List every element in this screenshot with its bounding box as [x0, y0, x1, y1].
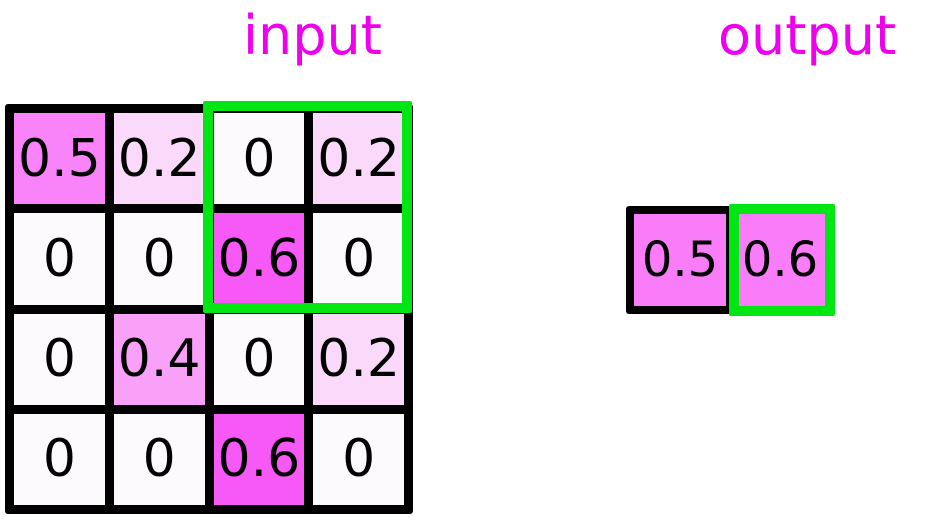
input-matrix: 0.5 0.2 0 0.2 0 0 0.6 0 0 0.4 0 0.2 0 0 0.6 0	[5, 104, 413, 514]
input-matrix-cell-value: 0.5	[18, 128, 101, 189]
output-matrix-cell: 0.5	[634, 214, 726, 306]
input-matrix-cell: 0	[213, 313, 305, 405]
input-matrix-cell: 0.2	[113, 113, 205, 205]
input-matrix-cell-value: 0	[142, 228, 176, 289]
input-matrix-cell: 0	[213, 113, 305, 205]
input-matrix-cell: 0.4	[113, 313, 205, 405]
input-matrix-cell: 0.6	[213, 413, 305, 505]
input-matrix-cell-value: 0	[42, 329, 76, 390]
output-title: output	[718, 4, 897, 67]
input-matrix-cell-value: 0	[142, 429, 176, 490]
input-matrix-cell-value: 0.6	[217, 429, 301, 490]
input-matrix-cell: 0	[313, 413, 404, 505]
input-matrix-cell-value: 0.2	[117, 128, 201, 189]
input-matrix-cell: 0	[313, 213, 404, 305]
input-matrix-cell-value: 0	[242, 128, 276, 189]
input-matrix-cell: 0.6	[213, 213, 305, 305]
input-matrix-cell-value: 0	[42, 429, 76, 490]
input-matrix-cell: 0	[113, 413, 205, 505]
input-title: input	[243, 4, 382, 67]
input-matrix-cell-value: 0.4	[117, 329, 201, 390]
input-matrix-cell-value: 0.2	[317, 128, 400, 189]
output-matrix-cell: 0.6	[734, 214, 826, 306]
input-matrix-cell: 0	[14, 313, 105, 405]
output-matrix: 0.5 0.6	[626, 206, 834, 314]
input-matrix-cell: 0.2	[313, 313, 404, 405]
input-matrix-cell: 0	[14, 213, 105, 305]
input-matrix-cell-value: 0	[42, 228, 76, 289]
input-matrix-cell: 0.2	[313, 113, 404, 205]
input-matrix-cell-value: 0.2	[317, 329, 400, 390]
input-matrix-cell-value: 0.6	[217, 228, 301, 289]
input-matrix-cell-value: 0	[242, 329, 276, 390]
input-matrix-cell: 0	[113, 213, 205, 305]
input-matrix-cell-value: 0	[342, 228, 376, 289]
input-matrix-cell-value: 0	[342, 429, 376, 490]
output-matrix-cell-value: 0.5	[641, 232, 719, 288]
output-matrix-cell-value: 0.6	[741, 232, 819, 288]
input-matrix-cell: 0	[14, 413, 105, 505]
input-matrix-cell: 0.5	[14, 113, 105, 205]
